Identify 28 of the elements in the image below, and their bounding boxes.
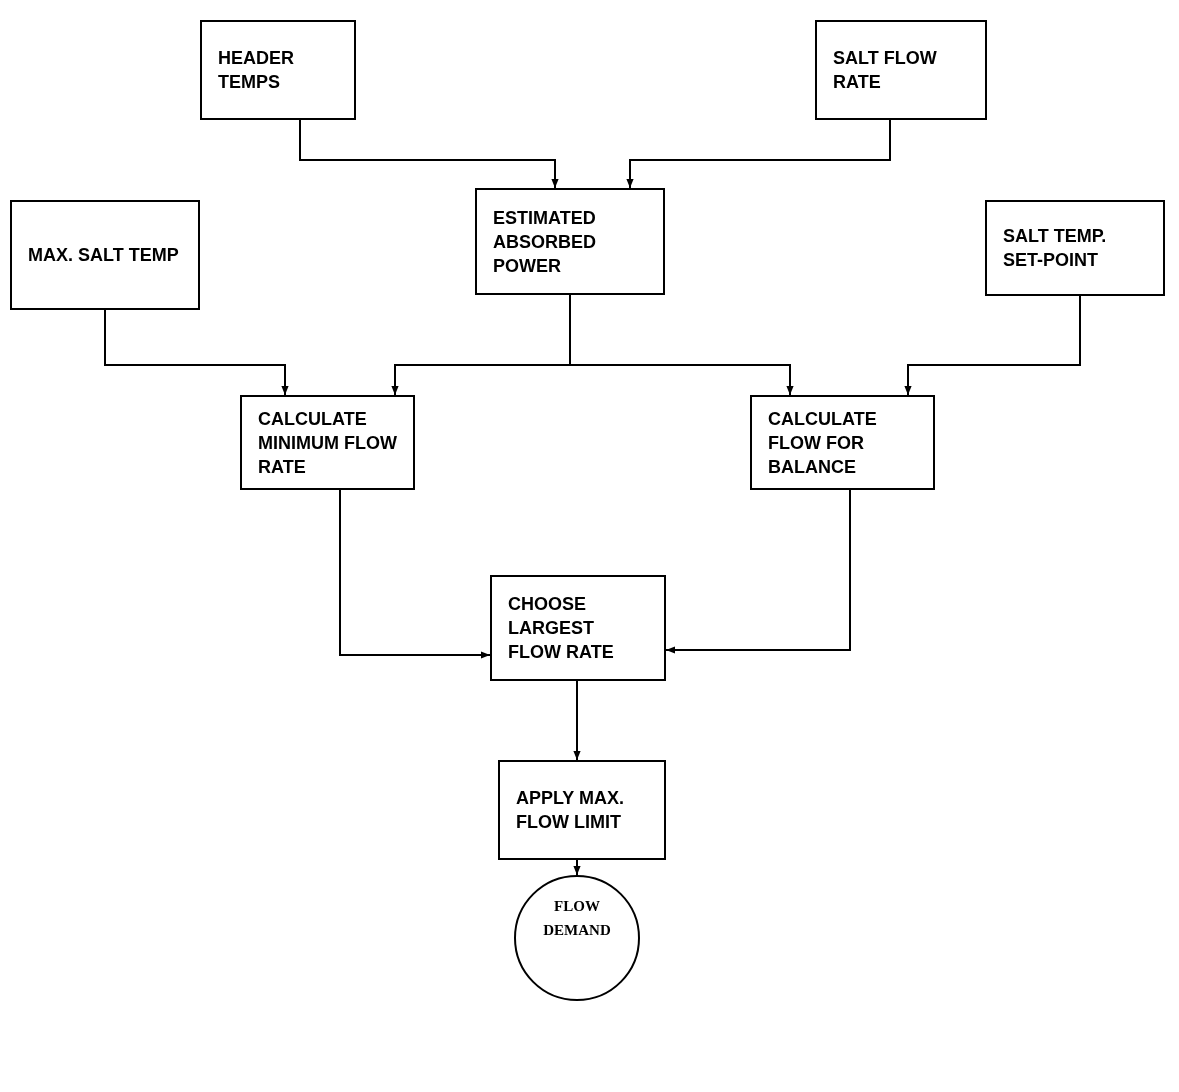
node-label: FLOW DEMAND: [542, 897, 612, 940]
process-box: [815, 20, 987, 120]
node-label: HEADER TEMPS: [218, 47, 295, 94]
node-label: MAX. SALT TEMP: [28, 244, 180, 267]
node-label: ESTIMATED ABSORBED POWER: [493, 206, 597, 278]
process-box: [985, 200, 1165, 296]
process-box: [490, 575, 666, 681]
node-label: SALT FLOW RATE: [833, 47, 938, 94]
process-box: [750, 395, 935, 490]
process-box: [498, 760, 666, 860]
arrow: [569, 294, 794, 396]
node-label: CALCULATE MINIMUM FLOW RATE: [258, 407, 397, 479]
node-label: CHOOSE LARGEST FLOW RATE: [508, 593, 615, 664]
process-box: [240, 395, 415, 490]
node-label: APPLY MAX. FLOW LIMIT: [516, 787, 626, 834]
arrow: [299, 119, 559, 189]
arrow: [904, 295, 1081, 396]
arrow: [339, 489, 491, 659]
arrow: [573, 859, 581, 876]
process-box: [200, 20, 356, 120]
arrow: [665, 489, 851, 654]
node-label: CALCULATE FLOW FOR BALANCE: [768, 407, 878, 479]
process-box: [10, 200, 200, 310]
process-box: [475, 188, 665, 295]
arrow: [626, 119, 891, 189]
arrow: [573, 680, 581, 761]
arrow: [104, 309, 289, 396]
node-label: SALT TEMP. SET-POINT: [1003, 225, 1108, 272]
